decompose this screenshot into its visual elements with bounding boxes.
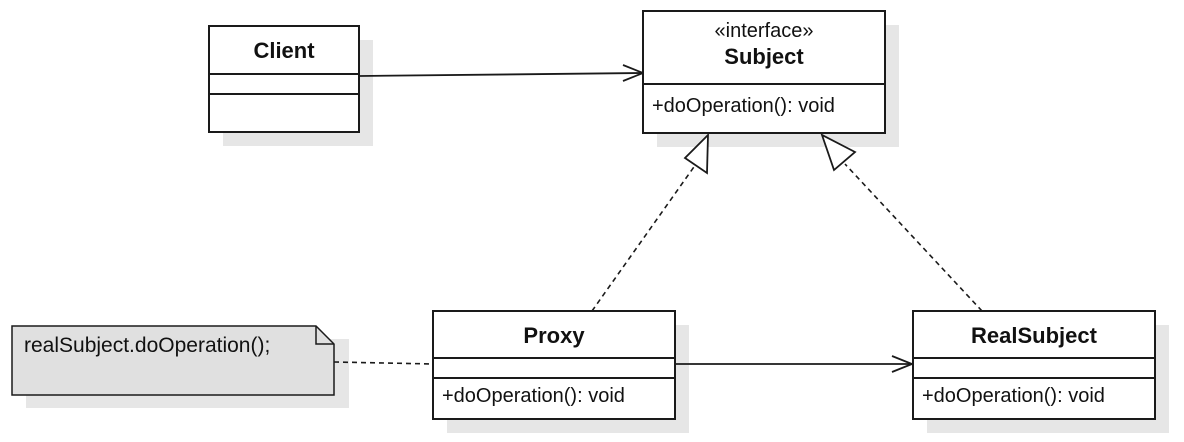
subject-operation: +doOperation(): void	[652, 95, 835, 117]
proxy-operation: +doOperation(): void	[442, 385, 625, 407]
client-subject-association	[359, 72, 644, 77]
subject-interface-header: «interface» Subject	[644, 12, 884, 85]
realsubject-operation: +doOperation(): void	[922, 385, 1105, 407]
realsubject-class-header: RealSubject	[914, 312, 1154, 359]
realsubject-realization-line	[844, 163, 983, 312]
realization-triangle	[820, 133, 857, 172]
note-shape	[11, 325, 335, 396]
proxy-class-name: Proxy	[523, 323, 585, 348]
note-anchor-line	[333, 361, 435, 365]
realsubject-class[interactable]: RealSubject +doOperation(): void	[912, 310, 1156, 420]
client-class[interactable]: Client	[208, 25, 360, 133]
proxy-attributes-compartment	[434, 359, 674, 379]
interface-stereotype: «interface»	[714, 20, 814, 42]
note-fold	[315, 326, 334, 345]
client-attributes-compartment	[210, 75, 358, 95]
proxy-class[interactable]: Proxy +doOperation(): void	[432, 310, 676, 420]
proxy-class-header: Proxy	[434, 312, 674, 359]
client-class-name: Client	[253, 38, 315, 63]
note-text[interactable]: realSubject.doOperation();	[24, 334, 271, 357]
subject-interface[interactable]: «interface» Subject +doOperation(): void	[642, 10, 886, 134]
proxy-realization-line	[591, 163, 697, 312]
realsubject-attributes-compartment	[914, 359, 1154, 379]
realsubject-class-name: RealSubject	[971, 323, 1097, 348]
subject-interface-name: Subject	[724, 44, 804, 69]
realization-triangle	[683, 132, 709, 175]
client-class-header: Client	[210, 27, 358, 75]
